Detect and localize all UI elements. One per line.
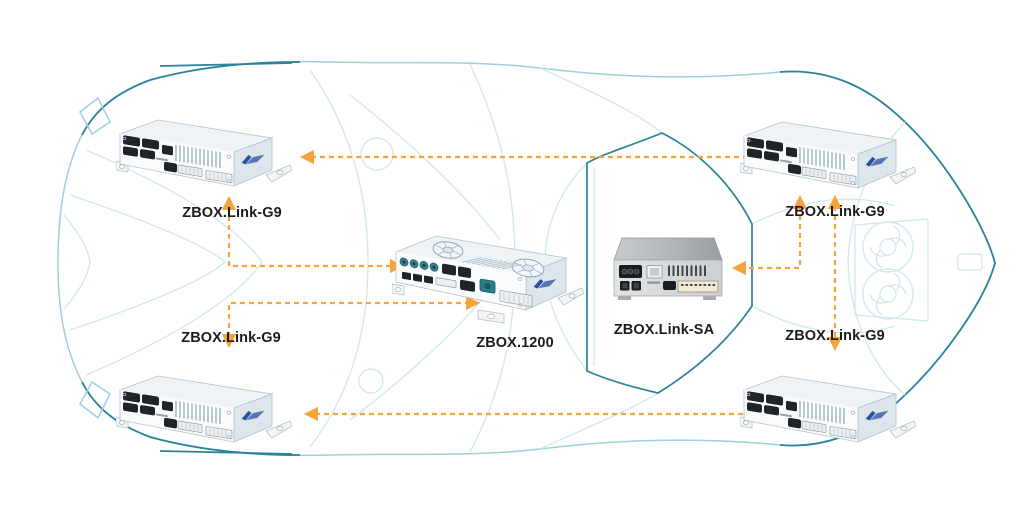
connection-1200-bottomleft <box>221 295 481 349</box>
device-zbox-link-g9-top-right <box>740 100 916 204</box>
device-zbox-1200 <box>392 206 588 332</box>
label-zbox-1200: ZBOX.1200 <box>476 335 554 351</box>
label-zbox-link-g9-bottom-left: ZBOX.Link-G9 <box>181 330 281 346</box>
device-zbox-link-g9-bottom-right <box>740 354 916 458</box>
side-mirror-bottom <box>79 380 111 420</box>
label-zbox-link-g9-top-left: ZBOX.Link-G9 <box>182 205 282 221</box>
label-zbox-link-sa: ZBOX.Link-SA <box>613 322 715 338</box>
device-zbox-link-g9-bottom-left <box>116 354 292 458</box>
label-zbox-link-g9-bottom-right: ZBOX.Link-G9 <box>785 328 885 344</box>
label-zbox-link-g9-top-right: ZBOX.Link-G9 <box>785 204 885 220</box>
rear-cooling-fans <box>854 218 983 322</box>
connection-1200-topleft <box>221 195 405 274</box>
device-zbox-link-g9-top-left <box>116 98 292 202</box>
device-zbox-link-sa <box>608 230 728 314</box>
side-mirror-top <box>79 96 111 136</box>
